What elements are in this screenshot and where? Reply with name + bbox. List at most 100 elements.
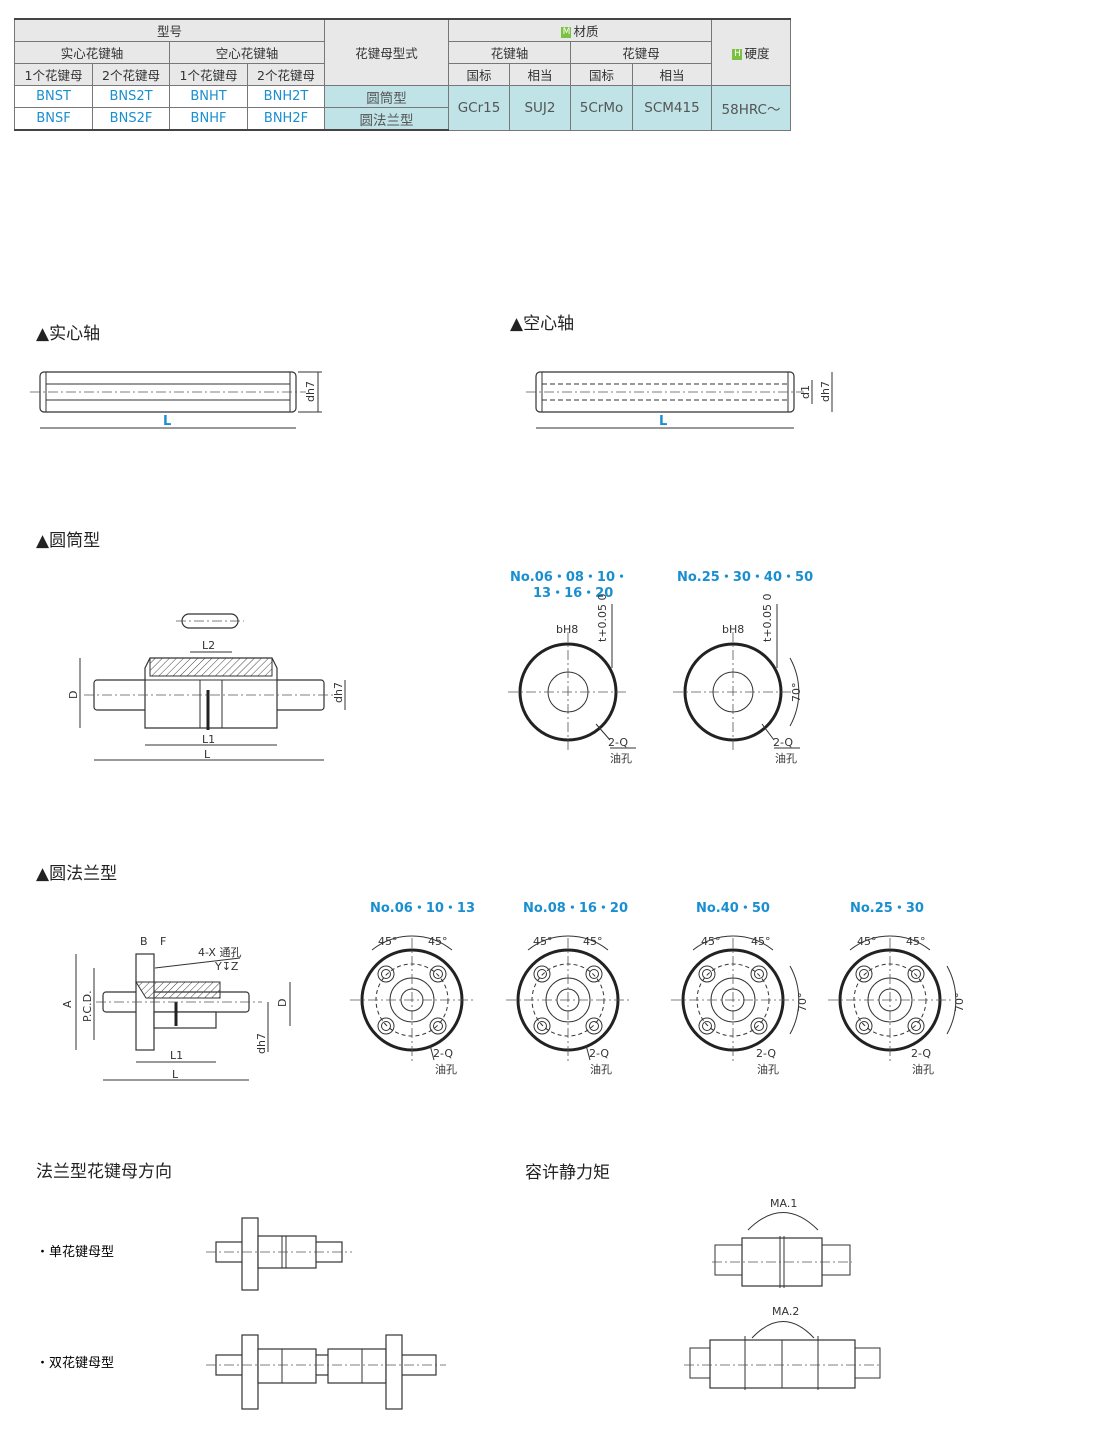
drawing-label: bH8 bbox=[556, 623, 578, 636]
drawing-label: D bbox=[67, 691, 80, 699]
drawing-label: 45° bbox=[378, 935, 398, 948]
drawing-label: L bbox=[204, 748, 211, 761]
nut-type: 圆筒型 bbox=[324, 85, 449, 108]
drawing-label: 2-Q bbox=[608, 736, 628, 749]
nut-gb: 5CrMo bbox=[570, 85, 633, 131]
drawing-label: L1 bbox=[170, 1049, 183, 1062]
drawing-label: L2 bbox=[202, 639, 215, 652]
drawing-label: 45° bbox=[583, 935, 603, 948]
flange-section-4: No.25・30 45°45° 70° 2-Q油孔 bbox=[826, 901, 966, 1076]
section-flange-orientation: 法兰型花键母方向 bbox=[36, 1162, 172, 1182]
section-flange-type: ▲圆法兰型 bbox=[36, 864, 117, 884]
drawing-label: 油孔 bbox=[610, 751, 632, 765]
section-static-moment: 容许静力矩 bbox=[525, 1163, 610, 1183]
hardness-tag-icon: H bbox=[732, 49, 743, 60]
material-tag-icon: M bbox=[561, 27, 572, 38]
solid-shaft-header: 实心花键轴 bbox=[14, 41, 170, 64]
section-solid-shaft: ▲实心轴 bbox=[36, 324, 100, 344]
flange-section-1: No.06・10・13 45° 45° 2-Q 油孔 bbox=[348, 901, 476, 1076]
drawing-label: A bbox=[61, 1000, 74, 1008]
drawing-label: 70° bbox=[953, 993, 966, 1013]
cyl-no-label: No.25・30・40・50 bbox=[677, 570, 813, 585]
drawing-label: t+0.05 0 bbox=[596, 593, 609, 642]
drawing-label: L1 bbox=[202, 733, 215, 746]
drawing-label: L bbox=[163, 414, 171, 429]
drawing-label: dh7 bbox=[255, 1033, 268, 1054]
drawing-label: L bbox=[172, 1068, 179, 1081]
drawing-label: P.C.D. bbox=[81, 990, 94, 1022]
moment-ma1-drawing: MA.1 bbox=[712, 1197, 852, 1288]
equiv-header: 相当 bbox=[509, 63, 571, 86]
gb-header: 国标 bbox=[570, 63, 633, 86]
model-code[interactable]: BNHT bbox=[169, 85, 248, 108]
shaft-gb: GCr15 bbox=[448, 85, 510, 131]
single-nut-label: ・单花键母型 bbox=[36, 1244, 114, 1260]
drawing-label: No.06・10・13 bbox=[370, 901, 475, 916]
nut-type-header-text: 花键母型式 bbox=[355, 46, 418, 61]
drawing-label: 45° bbox=[857, 935, 877, 948]
drawing-label: 油孔 bbox=[757, 1062, 779, 1076]
drawing-label: 4-X 通孔 bbox=[198, 946, 241, 959]
drawing-label: No.08・16・20 bbox=[523, 901, 628, 916]
drawing-label: bH8 bbox=[722, 623, 744, 636]
gb-header: 国标 bbox=[448, 63, 510, 86]
drawing-label: 2-Q bbox=[433, 1047, 453, 1060]
drawing-label: d1 bbox=[799, 385, 812, 399]
drawing-label: D bbox=[276, 999, 289, 1007]
drawing-label: 2-Q bbox=[773, 736, 793, 749]
model-code[interactable]: BNHF bbox=[169, 107, 248, 131]
drawing-label: No.40・50 bbox=[696, 901, 770, 916]
drawing-label: MA.2 bbox=[772, 1305, 799, 1318]
shaft-equiv: SUJ2 bbox=[509, 85, 571, 131]
model-code[interactable]: BNS2T bbox=[92, 85, 170, 108]
cyl-no-label: 13・16・20 bbox=[533, 586, 613, 601]
material-header-text: 材质 bbox=[573, 24, 599, 39]
cyl-no-label: No.06・08・10・ bbox=[510, 570, 628, 585]
drawing-label: MA.1 bbox=[770, 1197, 797, 1210]
drawing-label: 45° bbox=[906, 935, 926, 948]
drawing-label: 油孔 bbox=[912, 1062, 934, 1076]
drawing-label: 2-Q bbox=[911, 1047, 931, 1060]
model-code[interactable]: BNSF bbox=[14, 107, 93, 131]
drawing-label: 70° bbox=[790, 683, 803, 703]
table-row: BNST BNS2T BNHT BNH2T 圆筒型 GCr15 SUJ2 5Cr… bbox=[14, 85, 791, 131]
hardness-header-text: 硬度 bbox=[744, 46, 770, 61]
model-header: 型号 bbox=[14, 18, 325, 42]
drawing-label: B bbox=[140, 935, 148, 948]
section-cylinder-type: ▲圆筒型 bbox=[36, 531, 100, 551]
drawing-label: L bbox=[659, 414, 667, 429]
model-code[interactable]: BNS2F bbox=[92, 107, 170, 131]
drawing-label: 70° bbox=[796, 993, 809, 1013]
model-code[interactable]: BNH2F bbox=[247, 107, 325, 131]
cylinder-section-small: bH8 t+0.05 0 2-Q 油孔 bbox=[506, 593, 636, 765]
drawing-label: t+0.05 0 bbox=[761, 593, 774, 642]
single-nut-orientation bbox=[206, 1217, 352, 1291]
cylinder-nut-drawing: D dh7 L2 L1 L bbox=[67, 613, 346, 761]
drawing-label: dh7 bbox=[304, 381, 317, 402]
drawing-label: 45° bbox=[428, 935, 448, 948]
spline-nut-header: 花键母 bbox=[570, 41, 712, 64]
drawing-label: 油孔 bbox=[590, 1062, 612, 1076]
section-hollow-shaft: ▲空心轴 bbox=[510, 314, 574, 334]
nut-type: 圆法兰型 bbox=[324, 107, 449, 131]
drawing-label: dh7 bbox=[332, 682, 345, 703]
drawing-label: 45° bbox=[701, 935, 721, 948]
flange-section-2: No.08・16・20 45°45° 2-Q油孔 bbox=[504, 901, 632, 1076]
moment-ma2-drawing: MA.2 bbox=[684, 1305, 882, 1390]
hollow-shaft-drawing: d1 dh7 L bbox=[526, 371, 833, 429]
drawing-label: 油孔 bbox=[435, 1062, 457, 1076]
flange-section-3: No.40・50 45°45° 70° 2-Q油孔 bbox=[669, 901, 809, 1076]
drawing-label: 2-Q bbox=[756, 1047, 776, 1060]
table-row: BNSF BNS2F BNHF BNH2F 圆法兰型 bbox=[14, 107, 791, 131]
double-nut-label: ・双花键母型 bbox=[36, 1355, 114, 1371]
model-code[interactable]: BNST bbox=[14, 85, 93, 108]
drawing-label: dh7 bbox=[819, 381, 832, 402]
nut-equiv: SCM415 bbox=[632, 85, 712, 131]
model-code[interactable]: BNH2T bbox=[247, 85, 325, 108]
two-nut-header: 2个花键母 bbox=[92, 63, 170, 86]
solid-shaft-drawing: dh7 L bbox=[30, 371, 322, 429]
equiv-header: 相当 bbox=[632, 63, 712, 86]
